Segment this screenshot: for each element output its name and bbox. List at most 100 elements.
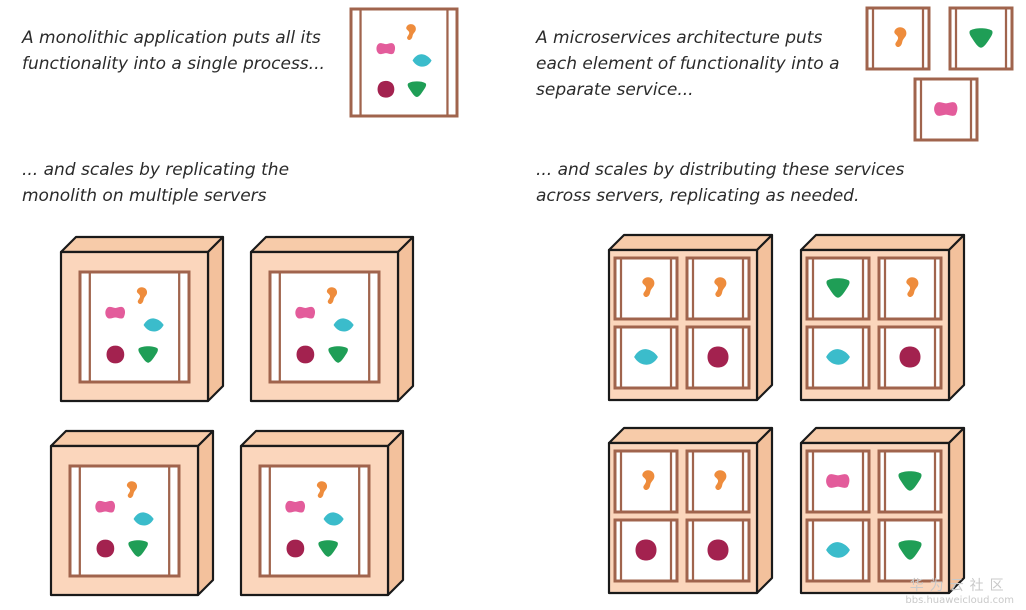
teal-shape [143,318,164,332]
watermark-url: bbs.huaweicloud.com [905,595,1014,606]
pink-shape [285,500,306,513]
teal-service-tile [613,325,679,390]
green-shape [407,81,427,98]
caption-line: ... and scales by replicating the [22,160,290,180]
monolith-server [49,429,215,597]
caption-line: A microservices architecture puts [536,28,823,48]
orange-service-tile [865,6,931,71]
green-shape [328,346,348,363]
maroon-shape [899,346,921,368]
pink-shape [934,102,958,116]
server-side [755,426,774,595]
server-side [755,233,774,402]
frame-border [613,449,679,514]
watermark: 华为云社区 bbs.huaweicloud.com [905,575,1014,606]
pink-service-tile [805,449,871,514]
maroon-shape [296,345,315,364]
teal-service-tile [805,518,871,583]
server-top [799,426,966,445]
orange-shape [714,277,727,297]
green-shape [128,540,148,557]
server-top [49,429,215,448]
frame-border [68,464,181,578]
orange-shape [316,481,328,498]
server-top [799,233,966,252]
maroon-shape [106,345,125,364]
frame-border [258,464,371,578]
caption-line: functionality into a single process... [22,54,325,74]
pink-shape [105,306,126,319]
maroon-service-tile [685,518,751,583]
caption-line: ... and scales by distributing these ser… [536,160,905,180]
caption-line: A monolithic application puts all its [22,28,321,48]
monolith-scale-caption: ... and scales by replicating the monoli… [22,157,289,209]
orange-service-tile [685,449,751,514]
server-side [947,233,966,402]
server-side [947,426,966,595]
frame-border [613,256,679,321]
green-shape [969,28,993,48]
pink-shape [376,43,396,55]
teal-service-tile [805,325,871,390]
maroon-shape [286,539,305,558]
frame-border [685,256,751,321]
server-top [607,233,774,252]
green-service-tile [805,256,871,321]
frame-border [685,449,751,514]
caption-line: each element of functionality into a [536,54,840,74]
microservice-server [607,233,774,402]
green-shape [898,471,922,491]
orange-shape [906,277,919,297]
maroon-service-tile [613,518,679,583]
server-side [196,429,215,597]
green-service-tile [877,518,943,583]
monolith-server [59,235,225,403]
server-side [386,429,405,597]
maroon-shape [707,539,729,561]
teal-shape [826,349,850,365]
green-shape [138,346,158,363]
server-top [239,429,405,448]
monolith-process [78,270,191,384]
orange-service-tile [685,256,751,321]
maroon-shape [635,539,657,561]
maroon-service-tile [685,325,751,390]
microservice-tiles [865,6,1014,142]
teal-shape [634,349,658,365]
microservice-server [799,426,966,595]
monolith-application [349,7,459,118]
teal-shape [826,542,850,558]
watermark-name: 华为云社区 [909,578,1010,594]
orange-shape [326,287,338,304]
server-side [206,235,225,403]
server-top [59,235,225,254]
frame-border [268,270,381,384]
green-service-tile [877,449,943,514]
orange-shape [642,470,655,490]
orange-shape [136,287,148,304]
microservices-scale-caption: ... and scales by distributing these ser… [536,157,904,209]
maroon-shape [96,539,115,558]
teal-shape [333,318,354,332]
frame-border [78,270,191,384]
teal-shape [323,512,344,526]
monolith-process [268,270,381,384]
orange-service-tile [613,256,679,321]
pink-service-tile [913,77,979,142]
monolith-process [349,7,459,118]
caption-line: across servers, replicating as needed. [536,186,860,206]
server-side [396,235,415,403]
caption-line: separate service... [536,80,694,100]
orange-shape [894,27,907,47]
microservice-server [607,426,774,595]
green-service-tile [948,6,1014,71]
orange-shape [126,481,138,498]
orange-shape [714,470,727,490]
pink-shape [295,306,316,319]
monolith-intro-caption: A monolithic application puts all its fu… [22,25,325,77]
microservice-server [799,233,966,402]
green-shape [318,540,338,557]
caption-line: monolith on multiple servers [22,186,267,206]
pink-shape [95,500,116,513]
